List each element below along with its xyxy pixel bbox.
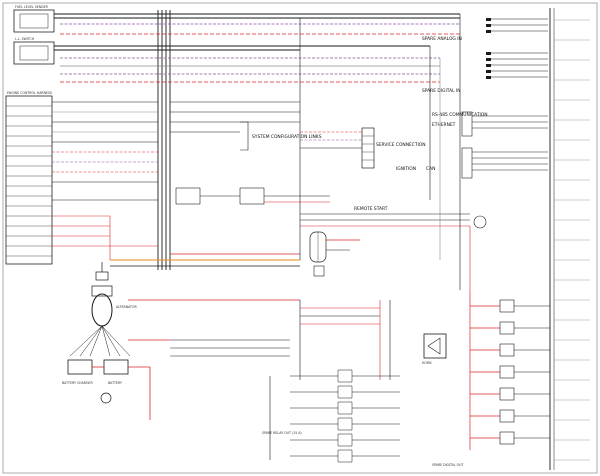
harness-runs — [52, 101, 300, 247]
remote-start: REMOTE START — [300, 206, 487, 229]
alternator-label: ALTERNATOR — [116, 305, 137, 309]
spare-digital-label: SPARE DIGITAL OUT — [432, 463, 463, 467]
spare-analog-in-label: SPARE ANALOG IN — [422, 36, 462, 42]
fuel-level-sender-label: FUEL LEVEL SENDER — [15, 5, 49, 9]
horn: HORN — [422, 333, 447, 365]
ignition-section: IGNITION — [175, 166, 416, 205]
ground-symbol — [100, 392, 112, 404]
horn-label: HORN — [422, 361, 432, 365]
ignition-label: IGNITION — [396, 166, 416, 172]
spare-relay-outputs: SPARE RELAY OUT (15 A) — [262, 369, 400, 463]
fuse-block — [309, 231, 360, 277]
ethernet-label: ETHERNET — [432, 122, 456, 128]
service-connection-label: SERVICE CONNECTION — [376, 142, 426, 148]
alternator-fanout — [69, 325, 131, 357]
can-label: CAN — [426, 166, 435, 172]
battery-power — [92, 299, 300, 420]
battery-charger-label: BATTERY CHARGER — [62, 381, 93, 385]
main-trunk — [54, 10, 460, 270]
spare-relay-label: SPARE RELAY OUT (15 A) — [262, 431, 302, 435]
risers — [109, 14, 471, 290]
fuel-level-sender: FUEL LEVEL SENDER — [13, 5, 55, 33]
battery-label: BATTERY — [108, 381, 122, 385]
system-configuration: SYSTEM CONFIGURATION LINKS — [240, 121, 322, 151]
spare-digital-outputs: SPARE DIGITAL OUT — [432, 290, 550, 467]
spare-digital-in-label: SPARE DIGITAL IN — [422, 88, 461, 94]
top-bus-colored — [60, 23, 460, 83]
ll-switch-label: L.L. SWITCH — [15, 37, 35, 41]
engine-harness-label: ENGINE CONTROL HARNESS — [7, 91, 52, 95]
remote-start-label: REMOTE START — [354, 206, 388, 212]
right-terminal-strip — [549, 8, 590, 470]
mid-bundle — [170, 300, 391, 380]
spare-inputs: SPARE ANALOG IN SPARE DIGITAL IN — [422, 18, 548, 94]
engine-control-harness: ENGINE CONTROL HARNESS — [5, 91, 53, 265]
ll-switch: L.L. SWITCH — [13, 37, 55, 65]
service-connection: SERVICE CONNECTION — [300, 127, 426, 169]
system-configuration-label: SYSTEM CONFIGURATION LINKS — [252, 134, 322, 140]
